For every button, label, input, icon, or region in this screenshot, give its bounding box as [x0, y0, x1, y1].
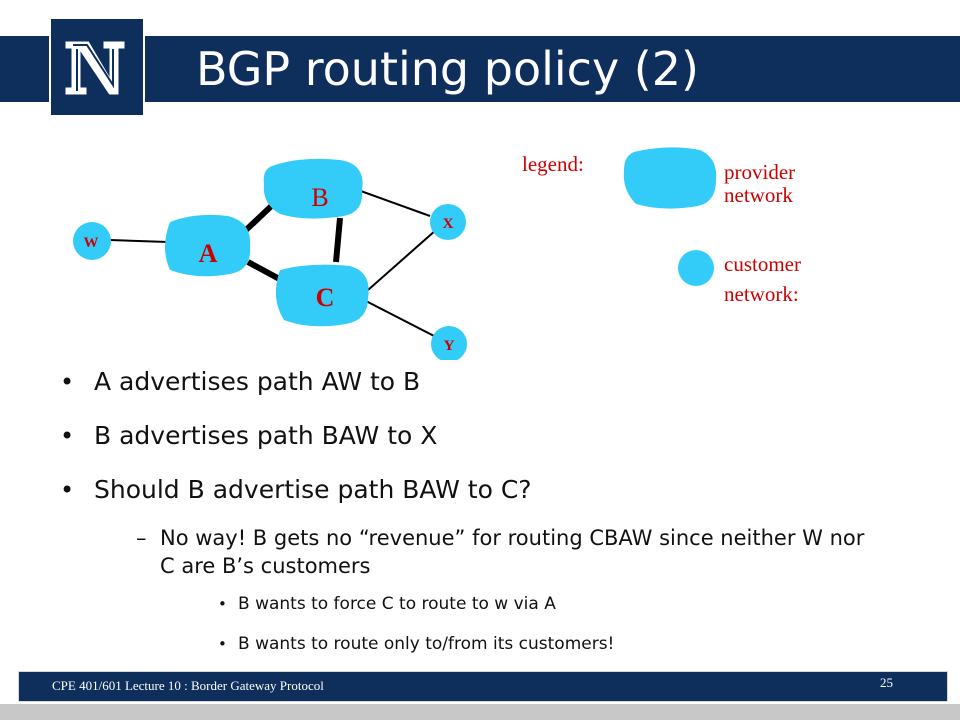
link-b-x [357, 189, 431, 217]
bullet-list: A advertises path AW to B B advertises p… [60, 360, 940, 664]
link-b-c [333, 217, 343, 263]
node-label-c: C [316, 283, 335, 312]
legend-customer-line2: network: [724, 282, 799, 306]
legend-provider-line1: provider [724, 160, 795, 184]
bgp-topology-diagram: B A C W X Y legend: provider network cus… [73, 147, 801, 360]
customer-network-x [430, 204, 466, 240]
sub-bullet-item: No way! B gets no “revenue” for routing … [136, 524, 880, 580]
provider-network-c [275, 264, 369, 327]
link-w-a [109, 239, 169, 243]
node-label-b: B [311, 183, 328, 212]
link-c-y [363, 299, 439, 339]
bullet-item: B advertises path BAW to X [60, 414, 940, 468]
footer-text: CPE 401/601 Lecture 10 : Border Gateway … [52, 678, 324, 693]
legend-provider-swatch [623, 147, 717, 209]
provider-network-a [165, 214, 251, 277]
legend-customer-swatch [678, 250, 714, 286]
customer-network-y [431, 326, 467, 360]
header-bar [0, 36, 960, 102]
provider-network-b [263, 158, 363, 219]
legend-provider-line2: network [724, 183, 793, 207]
customer-network-w [73, 222, 111, 260]
legend-customer-line1: customer [724, 252, 801, 276]
slide-title: BGP routing policy (2) [196, 42, 699, 96]
bullet-item: Should B advertise path BAW to C? [60, 468, 940, 522]
sub-sub-bullet-item: B wants to force C to route to w via A [218, 584, 940, 624]
node-label-w: W [84, 235, 99, 251]
footer-bar [18, 671, 948, 702]
footer-band [0, 704, 960, 720]
node-label-a: A [199, 239, 218, 268]
sub-sub-bullet-item: B wants to route only to/from its custom… [218, 624, 940, 664]
bullet-item: A advertises path AW to B [60, 360, 940, 414]
university-logo [49, 17, 145, 117]
link-c-x [367, 229, 437, 291]
legend-label: legend: [522, 152, 584, 176]
node-label-y: Y [444, 338, 455, 354]
page-number: 25 [880, 675, 893, 690]
node-label-x: X [443, 216, 454, 232]
